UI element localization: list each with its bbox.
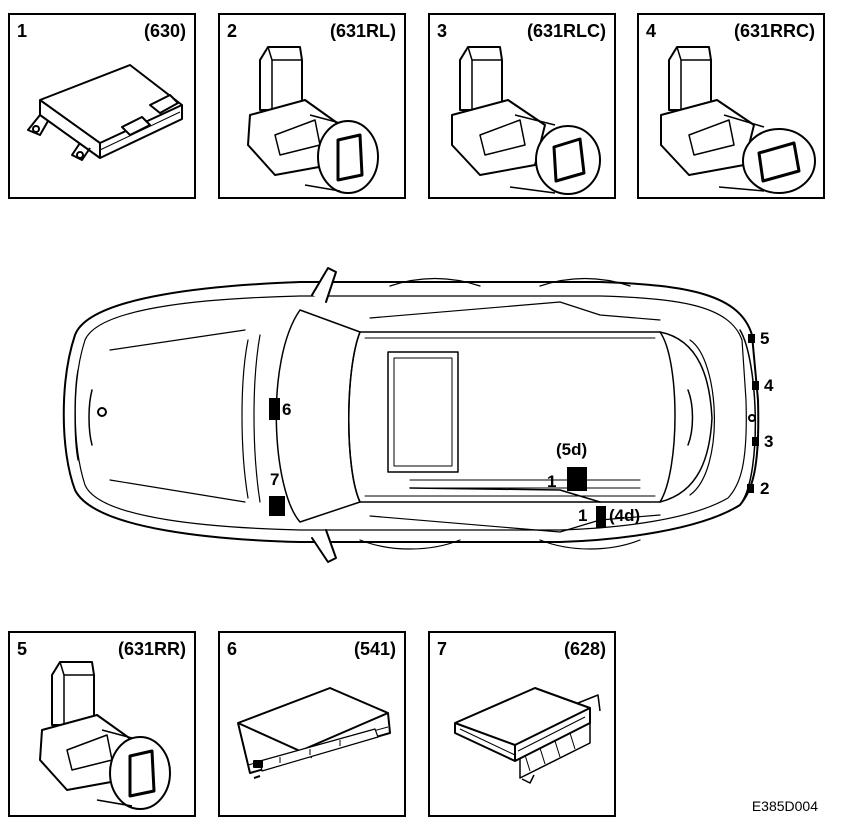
car-label-3: 3 [764, 432, 774, 451]
panel-code: (631RL) [329, 21, 396, 41]
panel-code: (541) [353, 639, 396, 659]
parking-sensor-icon [247, 46, 379, 194]
panel-number: 5 [17, 639, 28, 659]
car-label-1a: 1 [547, 472, 557, 491]
panel-2: 2 (631RL) [218, 13, 406, 199]
car-label-4d: (4d) [609, 506, 641, 525]
parking-sensor-icon [451, 46, 601, 195]
car-label-5: 5 [760, 329, 770, 348]
panel-code: (631RRC) [733, 21, 815, 41]
car-top-view [62, 267, 760, 563]
marker-4 [752, 381, 759, 390]
panel-number: 1 [17, 21, 28, 41]
panel-number: 3 [437, 21, 448, 41]
marker-6 [269, 398, 280, 420]
marker-3 [752, 437, 759, 446]
figure-code: E385D004 [751, 798, 818, 814]
panel-7: 7 (628) [428, 631, 616, 817]
car-label-1b: 1 [578, 506, 588, 525]
panel-code: (631RLC) [526, 21, 606, 41]
radio-unit-icon [237, 687, 391, 779]
marker-2 [747, 484, 754, 493]
control-unit-icon [27, 64, 183, 161]
module-icon [454, 687, 601, 784]
panel-4: 4 (631RRC) [637, 13, 825, 199]
car-label-4: 4 [764, 376, 774, 395]
panel-number: 7 [437, 639, 448, 659]
panel-code: (631RR) [117, 639, 186, 659]
panel-6: 6 (541) [218, 631, 406, 817]
panel-code: (630) [143, 21, 186, 41]
car-label-6: 6 [282, 400, 292, 419]
panel-5: 5 (631RR) [8, 631, 196, 817]
panel-number: 6 [227, 639, 238, 659]
car-label-7: 7 [270, 470, 280, 489]
panel-1: 1 (630) [8, 13, 196, 199]
marker-7 [269, 496, 285, 516]
parking-sensor-icon [39, 661, 171, 810]
marker-4d [596, 506, 606, 528]
panel-number: 4 [646, 21, 657, 41]
car-label-5d: (5d) [556, 440, 588, 459]
marker-5 [748, 334, 755, 343]
panel-number: 2 [227, 21, 238, 41]
panel-code: (628) [563, 639, 606, 659]
marker-5d [567, 467, 587, 491]
parking-sensor-icon [660, 46, 816, 194]
car-label-2: 2 [760, 479, 770, 498]
panel-3: 3 (631RLC) [428, 13, 616, 199]
